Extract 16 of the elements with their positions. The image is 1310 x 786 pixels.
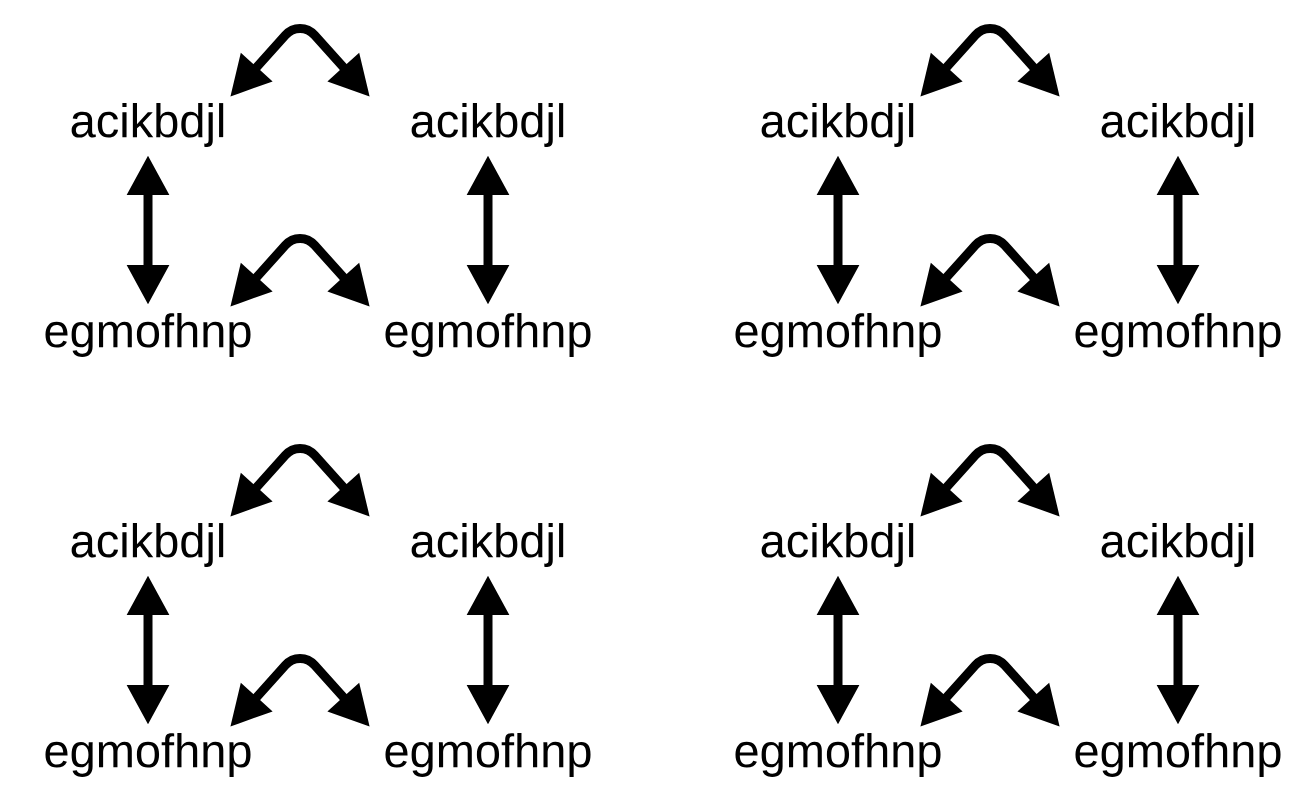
word-label: acikbdjl	[71, 523, 224, 567]
word-label: egmofhnp	[735, 313, 941, 357]
word-label: acikbdjl	[1101, 523, 1254, 567]
word-label: acikbdjl	[411, 103, 564, 147]
word-label: egmofhnp	[45, 313, 251, 357]
word-label: egmofhnp	[385, 733, 591, 777]
word-label: egmofhnp	[385, 313, 591, 357]
word-label: acikbdjl	[1101, 103, 1254, 147]
word-label: acikbdjl	[761, 523, 914, 567]
word-label: egmofhnp	[1075, 313, 1281, 357]
word-label: acikbdjl	[71, 103, 224, 147]
word-label: egmofhnp	[45, 733, 251, 777]
word-label: egmofhnp	[735, 733, 941, 777]
word-label: acikbdjl	[411, 523, 564, 567]
word-label: egmofhnp	[1075, 733, 1281, 777]
word-label: acikbdjl	[761, 103, 914, 147]
